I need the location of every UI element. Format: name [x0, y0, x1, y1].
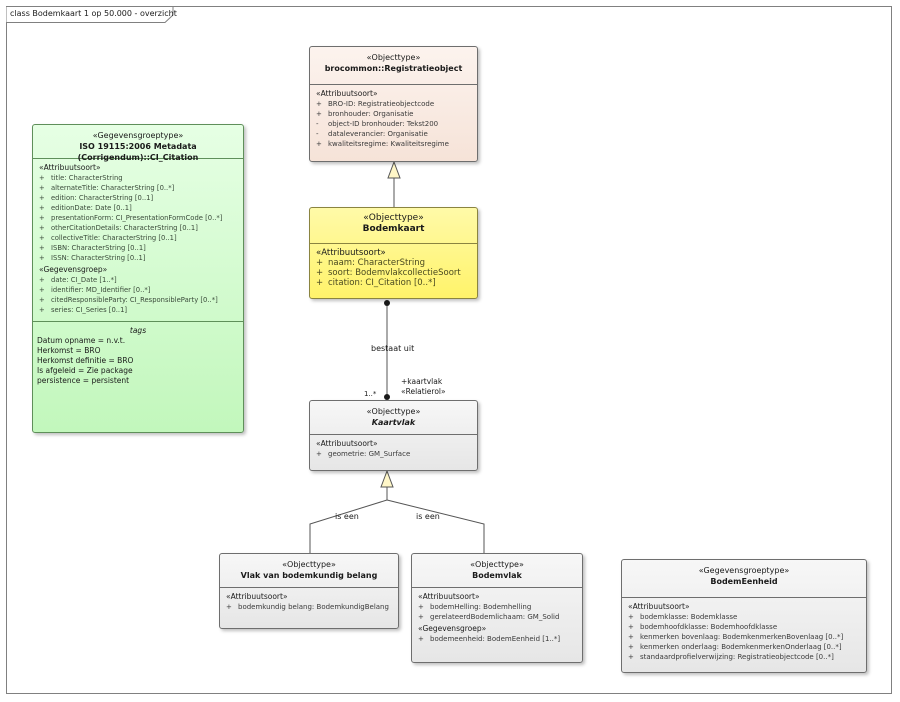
- attribute-row[interactable]: +editionDate: Date [0..1]: [39, 204, 132, 212]
- attribute-row[interactable]: +kenmerken onderlaag: BodemkenmerkenOnde…: [628, 643, 842, 651]
- diagram-title: class Bodemkaart 1 op 50.000 - overzicht: [10, 9, 177, 18]
- attribute-section: «Attribuutsoort» +title: CharacterString…: [33, 159, 243, 318]
- class-name: brocommon::Registratieobject: [324, 64, 463, 73]
- attribute-row[interactable]: +edition: CharacterString [0..1]: [39, 194, 154, 202]
- attribute-section: «Attribuutsoort» +BRO-ID: Registratieobj…: [310, 85, 477, 152]
- class-header: «Objecttype» Bodemvlak: [412, 554, 582, 588]
- class-header: «Objecttype» brocommon::Registratieobjec…: [310, 47, 477, 85]
- attribute-row[interactable]: +kenmerken bovenlaag: BodemkenmerkenBove…: [628, 633, 844, 641]
- attribute-row[interactable]: +series: CI_Series [0..1]: [39, 306, 128, 314]
- attribute-row[interactable]: +kwaliteitsregime: Kwaliteitsregime: [316, 140, 449, 148]
- class-kaartvlak[interactable]: «Objecttype» Kaartvlak «Attribuutsoort» …: [309, 400, 478, 471]
- attribute-section: «Attribuutsoort» +geometrie: GM_Surface: [310, 435, 477, 462]
- attribute-row[interactable]: +ISSN: CharacterString [0..1]: [39, 254, 146, 262]
- attribute-row[interactable]: +identifier: MD_Identifier [0..*]: [39, 286, 151, 294]
- attribute-row[interactable]: +otherCitationDetails: CharacterString […: [39, 224, 198, 232]
- section-stereotype: «Attribuutsoort»: [316, 248, 386, 258]
- class-stereotype: «Objecttype»: [363, 213, 424, 223]
- association-label: bestaat uit: [371, 344, 415, 353]
- attribute-row[interactable]: +title: CharacterString: [39, 174, 123, 182]
- association-role-stereotype: «Relatierol»: [401, 387, 446, 396]
- class-bodemkaart[interactable]: «Objecttype» Bodemkaart «Attribuutsoort»…: [309, 207, 478, 299]
- generalization-arrowhead-registratieobject: [387, 160, 401, 179]
- attribute-row[interactable]: -object-ID bronhouder: Tekst200: [316, 120, 439, 128]
- attribute-row[interactable]: +naam: CharacterString: [316, 258, 425, 268]
- attribute-row[interactable]: +bodemHelling: Bodemhelling: [418, 603, 532, 611]
- section-stereotype: «Gegevensgroep»: [418, 624, 487, 633]
- association-end-dot-bottom: [384, 394, 390, 400]
- class-ci-citation[interactable]: «Gegevensgroeptype» ISO 19115:2006 Metad…: [32, 124, 244, 433]
- class-registratieobject[interactable]: «Objecttype» brocommon::Registratieobjec…: [309, 46, 478, 162]
- attribute-row[interactable]: -dataleverancier: Organisatie: [316, 130, 428, 138]
- attribute-row[interactable]: +geometrie: GM_Surface: [316, 450, 411, 458]
- class-stereotype: «Objecttype»: [470, 560, 524, 569]
- attribute-row[interactable]: +date: CI_Date [1..*]: [39, 276, 117, 284]
- attribute-section: «Attribuutsoort» +bodemklasse: Bodemklas…: [622, 598, 866, 665]
- attribute-row[interactable]: +citation: CI_Citation [0..*]: [316, 278, 436, 288]
- class-vlak-van-bodemkundig-belang[interactable]: «Objecttype» Vlak van bodemkundig belang…: [219, 553, 399, 629]
- attribute-row[interactable]: +bronhouder: Organisatie: [316, 110, 414, 118]
- section-stereotype: «Attribuutsoort»: [418, 592, 480, 601]
- class-name: Bodemvlak: [472, 571, 522, 580]
- attribute-section: «Attribuutsoort» +bodemkundig belang: Bo…: [220, 588, 398, 615]
- class-stereotype: «Objecttype»: [282, 560, 336, 569]
- class-bodemeenheid[interactable]: «Gegevensgroeptype» BodemEenheid «Attrib…: [621, 559, 867, 673]
- tags-section: tags Datum opname = n.v.t. Herkomst = BR…: [33, 321, 243, 386]
- section-stereotype: «Attribuutsoort»: [316, 89, 378, 98]
- section-stereotype: «Attribuutsoort»: [226, 592, 288, 601]
- tag-row: Herkomst = BRO: [37, 346, 101, 355]
- class-header: «Objecttype» Vlak van bodemkundig belang: [220, 554, 398, 588]
- class-name: BodemEenheid: [710, 577, 778, 586]
- class-header: «Gegevensgroeptype» BodemEenheid: [622, 560, 866, 598]
- generalization-line-bodemvlak[interactable]: [386, 499, 485, 553]
- attribute-section: «Attribuutsoort» +bodemHelling: Bodemhel…: [412, 588, 582, 647]
- class-stereotype: «Gegevensgroeptype»: [698, 566, 790, 575]
- class-header: «Objecttype» Kaartvlak: [310, 401, 477, 435]
- class-name: Bodemkaart: [362, 224, 425, 234]
- section-stereotype: «Gegevensgroep»: [39, 265, 108, 274]
- generalization-line-vlak-belang[interactable]: [309, 499, 388, 553]
- class-stereotype: «Objecttype»: [366, 53, 421, 62]
- tag-row: Datum opname = n.v.t.: [37, 336, 126, 345]
- attribute-row[interactable]: +presentationForm: CI_PresentationFormCo…: [39, 214, 223, 222]
- attribute-row[interactable]: +bodemkundig belang: BodemkundigBelang: [226, 603, 389, 611]
- attribute-row[interactable]: +standaardprofielverwijzing: Registratie…: [628, 653, 834, 661]
- diagram-frame: [6, 6, 892, 694]
- class-stereotype: «Objecttype»: [366, 407, 421, 416]
- association-role: +kaartvlak: [401, 377, 443, 386]
- attribute-row[interactable]: +citedResponsibleParty: CI_ResponsiblePa…: [39, 296, 218, 304]
- class-name: Vlak van bodemkundig belang: [240, 571, 378, 580]
- tag-row: Herkomst definitie = BRO: [37, 356, 134, 365]
- generalization-arrowhead-kaartvlak: [380, 469, 394, 488]
- attribute-row[interactable]: +bodemeenheid: BodemEenheid [1..*]: [418, 635, 561, 643]
- diagram-frame-tab: class Bodemkaart 1 op 50.000 - overzicht: [6, 6, 177, 23]
- generalization-label-right: is een: [416, 512, 440, 521]
- frame-tab-outline: [6, 6, 174, 23]
- section-stereotype: «Attribuutsoort»: [316, 439, 378, 448]
- class-name: Kaartvlak: [371, 418, 416, 427]
- attribute-section: «Attribuutsoort» +naam: CharacterString …: [310, 244, 477, 291]
- section-stereotype: «Attribuutsoort»: [39, 163, 101, 172]
- class-header: «Gegevensgroeptype» ISO 19115:2006 Metad…: [33, 125, 243, 162]
- attribute-row[interactable]: +collectiveTitle: CharacterString [0..1]: [39, 234, 177, 242]
- class-bodemvlak[interactable]: «Objecttype» Bodemvlak «Attribuutsoort» …: [411, 553, 583, 663]
- attribute-row[interactable]: +BRO-ID: Registratieobjectcode: [316, 100, 435, 108]
- attribute-row[interactable]: +alternateTitle: CharacterString [0..*]: [39, 184, 175, 192]
- attribute-row[interactable]: +bodemhoofdklasse: Bodemhoofdklasse: [628, 623, 778, 631]
- class-stereotype: «Gegevensgroeptype»: [92, 131, 184, 140]
- attribute-row[interactable]: +ISBN: CharacterString [0..1]: [39, 244, 146, 252]
- attribute-row[interactable]: +gerelateerdBodemlichaam: GM_Solid: [418, 613, 560, 621]
- attribute-row[interactable]: +bodemklasse: Bodemklasse: [628, 613, 738, 621]
- generalization-label-left: is een: [335, 512, 359, 521]
- association-multiplicity: 1..*: [364, 390, 377, 398]
- class-name: ISO 19115:2006 Metadata (Corrigendum)::C…: [77, 142, 199, 162]
- tag-row: persistence = persistent: [37, 376, 130, 385]
- association-end-dot-top: [384, 300, 390, 306]
- attribute-row[interactable]: +soort: BodemvlakcollectieSoort: [316, 268, 461, 278]
- section-stereotype: «Attribuutsoort»: [628, 602, 690, 611]
- class-header: «Objecttype» Bodemkaart: [310, 208, 477, 244]
- tag-row: Is afgeleid = Zie package: [37, 366, 133, 375]
- tags-title: tags: [129, 326, 147, 335]
